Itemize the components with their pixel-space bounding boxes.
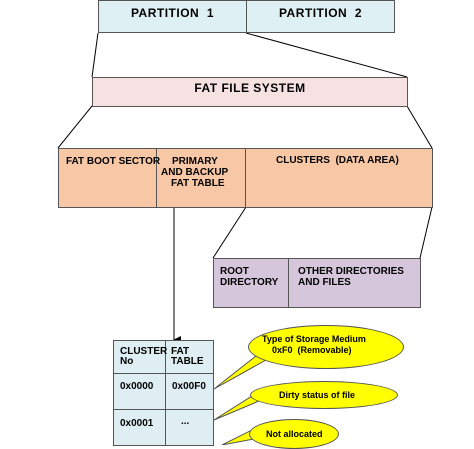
root-directory-label-line-2: DIRECTORY bbox=[220, 277, 279, 288]
root-directory-label-line-1: ROOT bbox=[220, 266, 249, 277]
table-row-divider-2 bbox=[113, 409, 214, 410]
fat-sections-divider-1 bbox=[156, 148, 157, 208]
partition-2-label: PARTITION 2 bbox=[278, 6, 363, 20]
table-header-fat-line-2: TABLE bbox=[171, 356, 204, 367]
fat-table-label-line-2: AND BACKUP bbox=[161, 167, 229, 178]
callout-storage-medium-line-2: 0xF0 (Removable) bbox=[272, 345, 352, 355]
data-area-divider bbox=[288, 258, 289, 308]
callout-dirty-status-text: Dirty status of file bbox=[279, 390, 356, 400]
other-directories-label-line-2: AND FILES bbox=[298, 277, 351, 288]
partition-1-label: PARTITION 1 bbox=[130, 6, 215, 20]
fat-table-label-line-1: PRIMARY bbox=[172, 156, 218, 167]
fatfs-to-sections-right-line bbox=[406, 105, 433, 149]
callout-storage-medium bbox=[248, 325, 404, 369]
table-row-divider-1 bbox=[113, 373, 214, 374]
table-header-fat-line-1: FAT bbox=[171, 346, 190, 357]
cluster-fat-table bbox=[113, 340, 214, 446]
partition-to-fatfs-right-line bbox=[245, 32, 408, 78]
callout-tail-1 bbox=[213, 355, 268, 390]
fat-sections-divider-2 bbox=[245, 148, 246, 208]
fatfs-to-sections-left-line bbox=[57, 105, 93, 149]
fat-file-system-box: FAT FILE SYSTEM bbox=[92, 77, 408, 107]
partition-1-box: PARTITION 1 bbox=[98, 0, 247, 33]
partition-to-fatfs-left-line bbox=[91, 32, 99, 78]
table-header-cluster-line-1: CLUSTER bbox=[120, 346, 168, 357]
clusters-data-area-label: CLUSTERS (DATA AREA) bbox=[276, 155, 399, 166]
table-cell-cluster-1: 0x0001 bbox=[120, 418, 154, 429]
clusters-to-data-left-line bbox=[212, 206, 247, 259]
callout-not-allocated bbox=[249, 419, 339, 449]
other-directories-label-line-1: OTHER DIRECTORIES bbox=[298, 266, 404, 277]
fat-file-system-label: FAT FILE SYSTEM bbox=[194, 81, 306, 95]
partition-2-box: PARTITION 2 bbox=[246, 0, 395, 33]
table-cell-fat-0: 0x00F0 bbox=[172, 381, 206, 392]
callout-storage-medium-line-1: Type of Storage Medium bbox=[262, 334, 366, 344]
table-header-cluster-line-2: No bbox=[120, 356, 134, 367]
table-cell-fat-1: ... bbox=[181, 416, 190, 427]
table-cell-cluster-0: 0x0000 bbox=[120, 381, 154, 392]
fat-table-label-line-3: FAT TABLE bbox=[171, 178, 225, 189]
callout-not-allocated-text: Not allocated bbox=[266, 429, 323, 439]
callout-dirty-status bbox=[250, 381, 398, 409]
clusters-to-data-right-line bbox=[419, 206, 433, 259]
data-area-box bbox=[213, 258, 421, 308]
table-column-divider bbox=[165, 340, 166, 446]
fat-boot-sector-label: FAT BOOT SECTOR bbox=[66, 156, 161, 167]
